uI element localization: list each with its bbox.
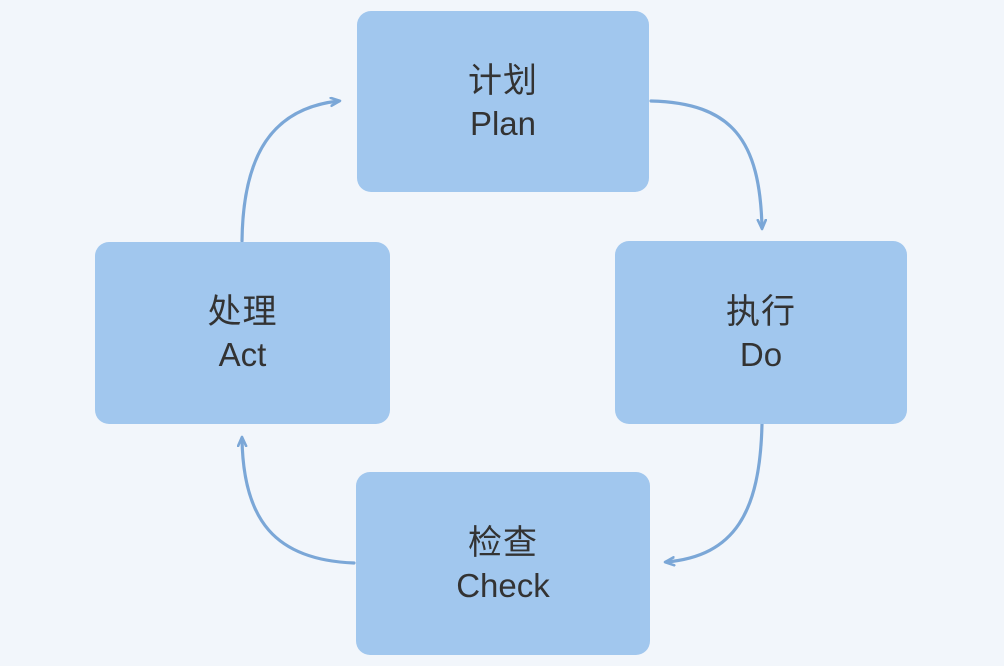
node-plan-label-cn: 计划 (468, 61, 538, 100)
arrow-do-to-check (666, 422, 764, 562)
node-act-label-en: Act (218, 336, 267, 373)
node-check-label-cn: 检查 (468, 523, 538, 562)
node-act[interactable]: 处理 Act (95, 242, 390, 424)
arrow-act-to-plan (240, 101, 339, 243)
node-plan[interactable]: 计划 Plan (357, 11, 649, 192)
node-plan-label-en: Plan (469, 104, 537, 142)
node-check-label-en: Check (456, 566, 550, 604)
node-do-label-cn: 执行 (726, 292, 796, 331)
arrow-check-to-act (242, 438, 356, 565)
node-do-label-en: Do (739, 335, 783, 373)
node-act-label-cn: 处理 (207, 293, 278, 331)
node-do[interactable]: 执行 Do (615, 241, 907, 424)
node-check[interactable]: 检查 Check (356, 472, 650, 655)
arrow-plan-to-do (649, 99, 762, 228)
